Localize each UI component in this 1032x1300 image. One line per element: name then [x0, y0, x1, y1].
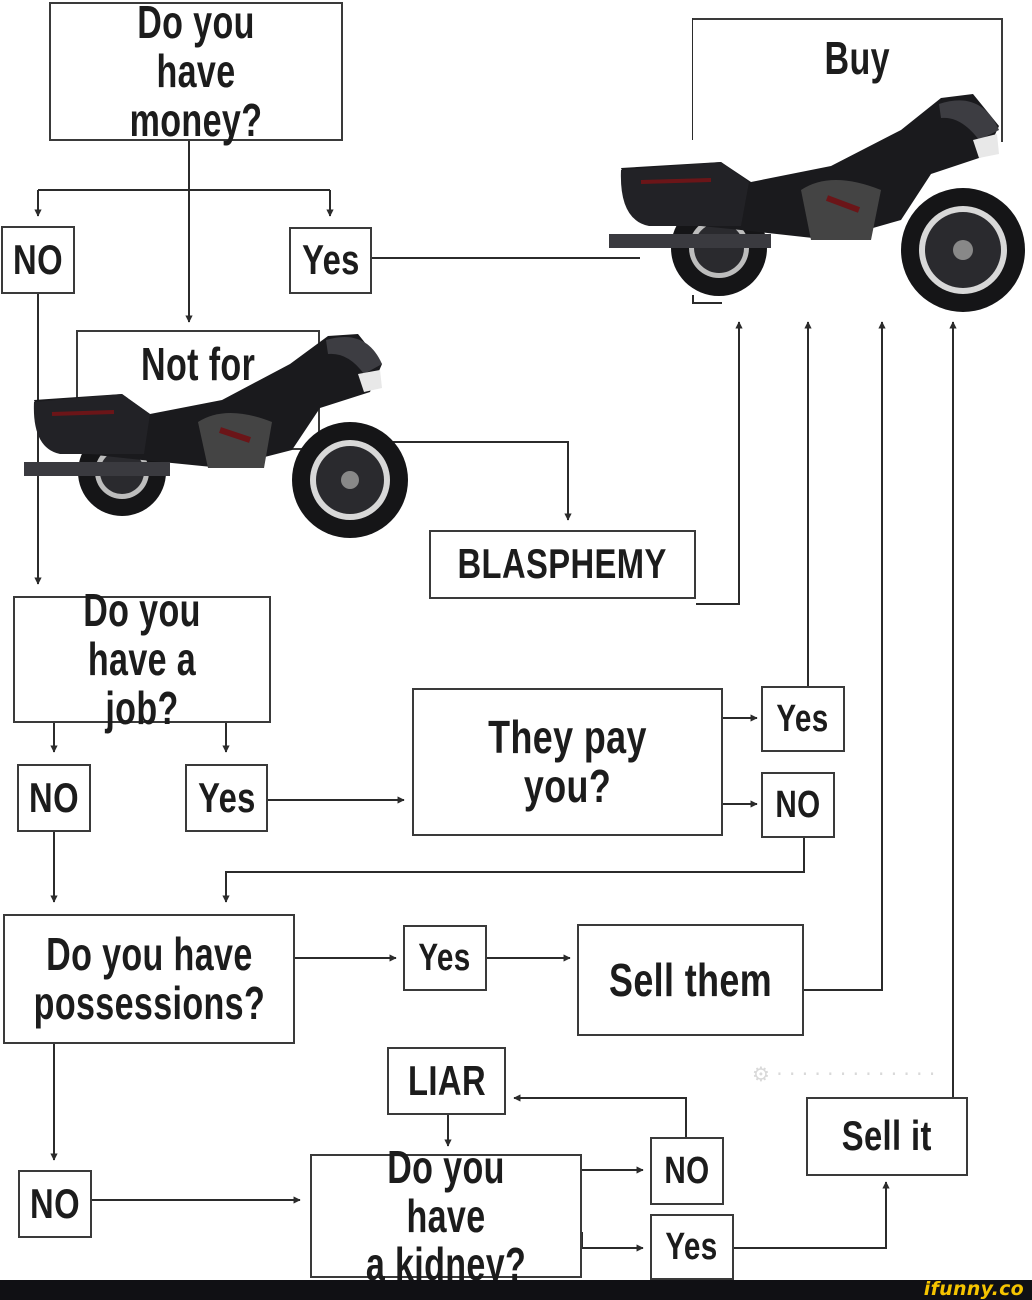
arrow-kidneyno-liar: [513, 1094, 687, 1137]
sell-them-text: Sell them: [608, 953, 773, 1006]
possessions-yes-text: Yes: [418, 936, 472, 979]
money-yes-box: Yes: [289, 227, 372, 294]
kidney-no-box: NO: [650, 1137, 724, 1205]
job-no-text: NO: [29, 773, 79, 821]
motorcycle-notfor-image: [24, 334, 408, 538]
sell-it-text: Sell it: [841, 1112, 933, 1160]
possessions-no-text: NO: [30, 1179, 80, 1227]
job-yes-box: Yes: [185, 764, 268, 832]
blasphemy-text: BLASPHEMY: [457, 540, 668, 588]
ifunny-logo: ifunny.co: [923, 1278, 1024, 1300]
money-yes-text: Yes: [301, 236, 360, 284]
pay-yes-text: Yes: [776, 697, 830, 740]
kidney-yes-text: Yes: [665, 1225, 719, 1268]
buy-box: Buy: [693, 18, 1003, 142]
not-for-text: Not for: [140, 338, 256, 390]
possessions-yes-box: Yes: [403, 925, 487, 991]
pay-no-box: NO: [761, 772, 835, 838]
money-no-box: NO: [1, 226, 75, 294]
money-no-text: NO: [13, 235, 63, 283]
liar-box: LIAR: [387, 1047, 506, 1115]
watermark: ⚙ · · · · · · · · · · · · ·: [752, 1062, 936, 1086]
sell-them-box: Sell them: [577, 924, 804, 1036]
arrow-kidney-yes: [581, 1232, 644, 1252]
job-yes-text: Yes: [197, 773, 256, 821]
liar-text: LIAR: [407, 1056, 486, 1104]
pay-question-text: They pay you?: [488, 711, 647, 812]
motorcycle-buy-image: [609, 94, 1025, 312]
arrow-blasphemy-buy: [696, 321, 743, 605]
possessions-no-box: NO: [18, 1170, 92, 1238]
arrow-payno-poss: [222, 838, 805, 903]
motorcycle-icon: [609, 94, 1025, 312]
kidney-no-text: NO: [664, 1149, 710, 1192]
job-no-box: NO: [17, 764, 91, 832]
motorcycle-icon: [24, 334, 408, 538]
arrow-sellthem-buy: [804, 321, 886, 991]
footer-bar: [0, 1280, 1032, 1300]
kidney-yes-box: Yes: [650, 1214, 734, 1280]
pay-yes-box: Yes: [761, 686, 845, 752]
blasphemy-box: BLASPHEMY: [429, 530, 696, 599]
sell-it-box: Sell it: [806, 1097, 968, 1176]
arrow-kidneyyes-sellit: [734, 1181, 890, 1249]
buy-text: Buy: [824, 32, 890, 84]
pay-question-box: They pay you?: [412, 688, 723, 836]
arrow-notfor-blasphemy: [390, 441, 572, 521]
pay-no-text: NO: [775, 783, 821, 826]
